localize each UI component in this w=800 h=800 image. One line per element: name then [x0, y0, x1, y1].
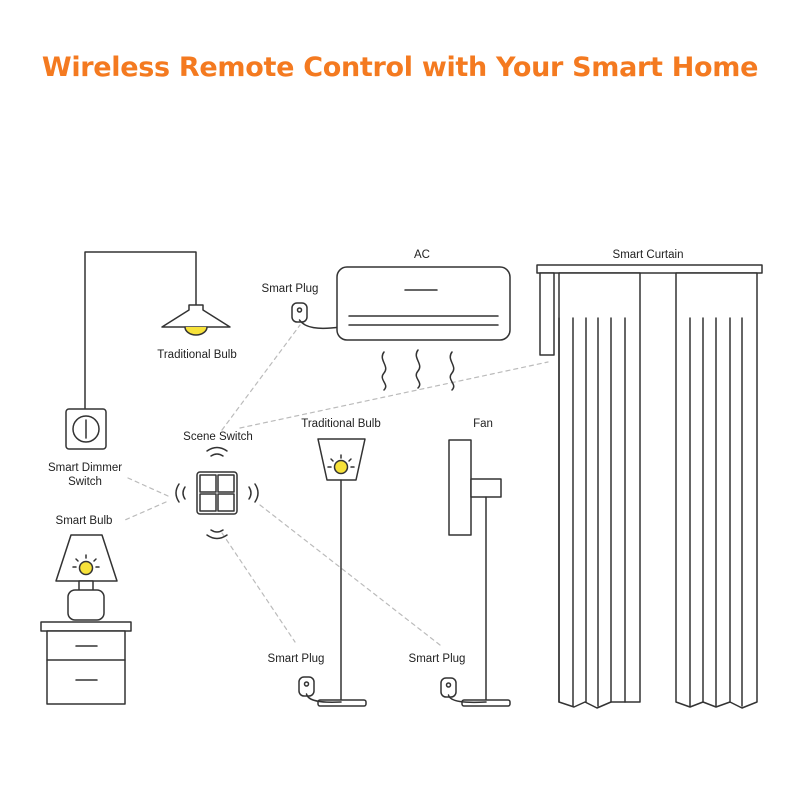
smart-plug-fan-icon [441, 678, 486, 702]
nightstand-icon [41, 622, 131, 704]
smart-dimmer-label-line1: Smart Dimmer [48, 462, 122, 474]
fan-icon [449, 440, 510, 706]
smart-plug-ac-icon [292, 303, 340, 328]
ceiling-lamp-wire [85, 252, 196, 408]
smart-plug-floor-lamp-icon [299, 677, 341, 702]
fan-label: Fan [473, 418, 493, 430]
dimmer-switch-icon [66, 409, 106, 449]
floor-lamp-icon [318, 439, 366, 706]
smart-curtain-icon [537, 265, 762, 708]
smart-curtain-label: Smart Curtain [613, 249, 684, 261]
smart-dimmer-label-line2: Switch [68, 476, 102, 488]
smart-plug-fan-label: Smart Plug [409, 653, 466, 665]
smart-plug-ac-label: Smart Plug [262, 283, 319, 295]
table-lamp-icon [56, 535, 117, 620]
traditional-bulb-floor-label: Traditional Bulb [301, 418, 380, 430]
smart-plug-floor-lamp-label: Smart Plug [268, 653, 325, 665]
scene-switch-icon [197, 472, 237, 514]
ac-label: AC [414, 249, 430, 261]
traditional-bulb-top-label: Traditional Bulb [157, 349, 236, 361]
scene-switch-label: Scene Switch [183, 431, 253, 443]
ac-unit-icon [337, 267, 510, 340]
pendant-lamp-icon [162, 305, 230, 335]
smart-bulb-label: Smart Bulb [56, 515, 113, 527]
